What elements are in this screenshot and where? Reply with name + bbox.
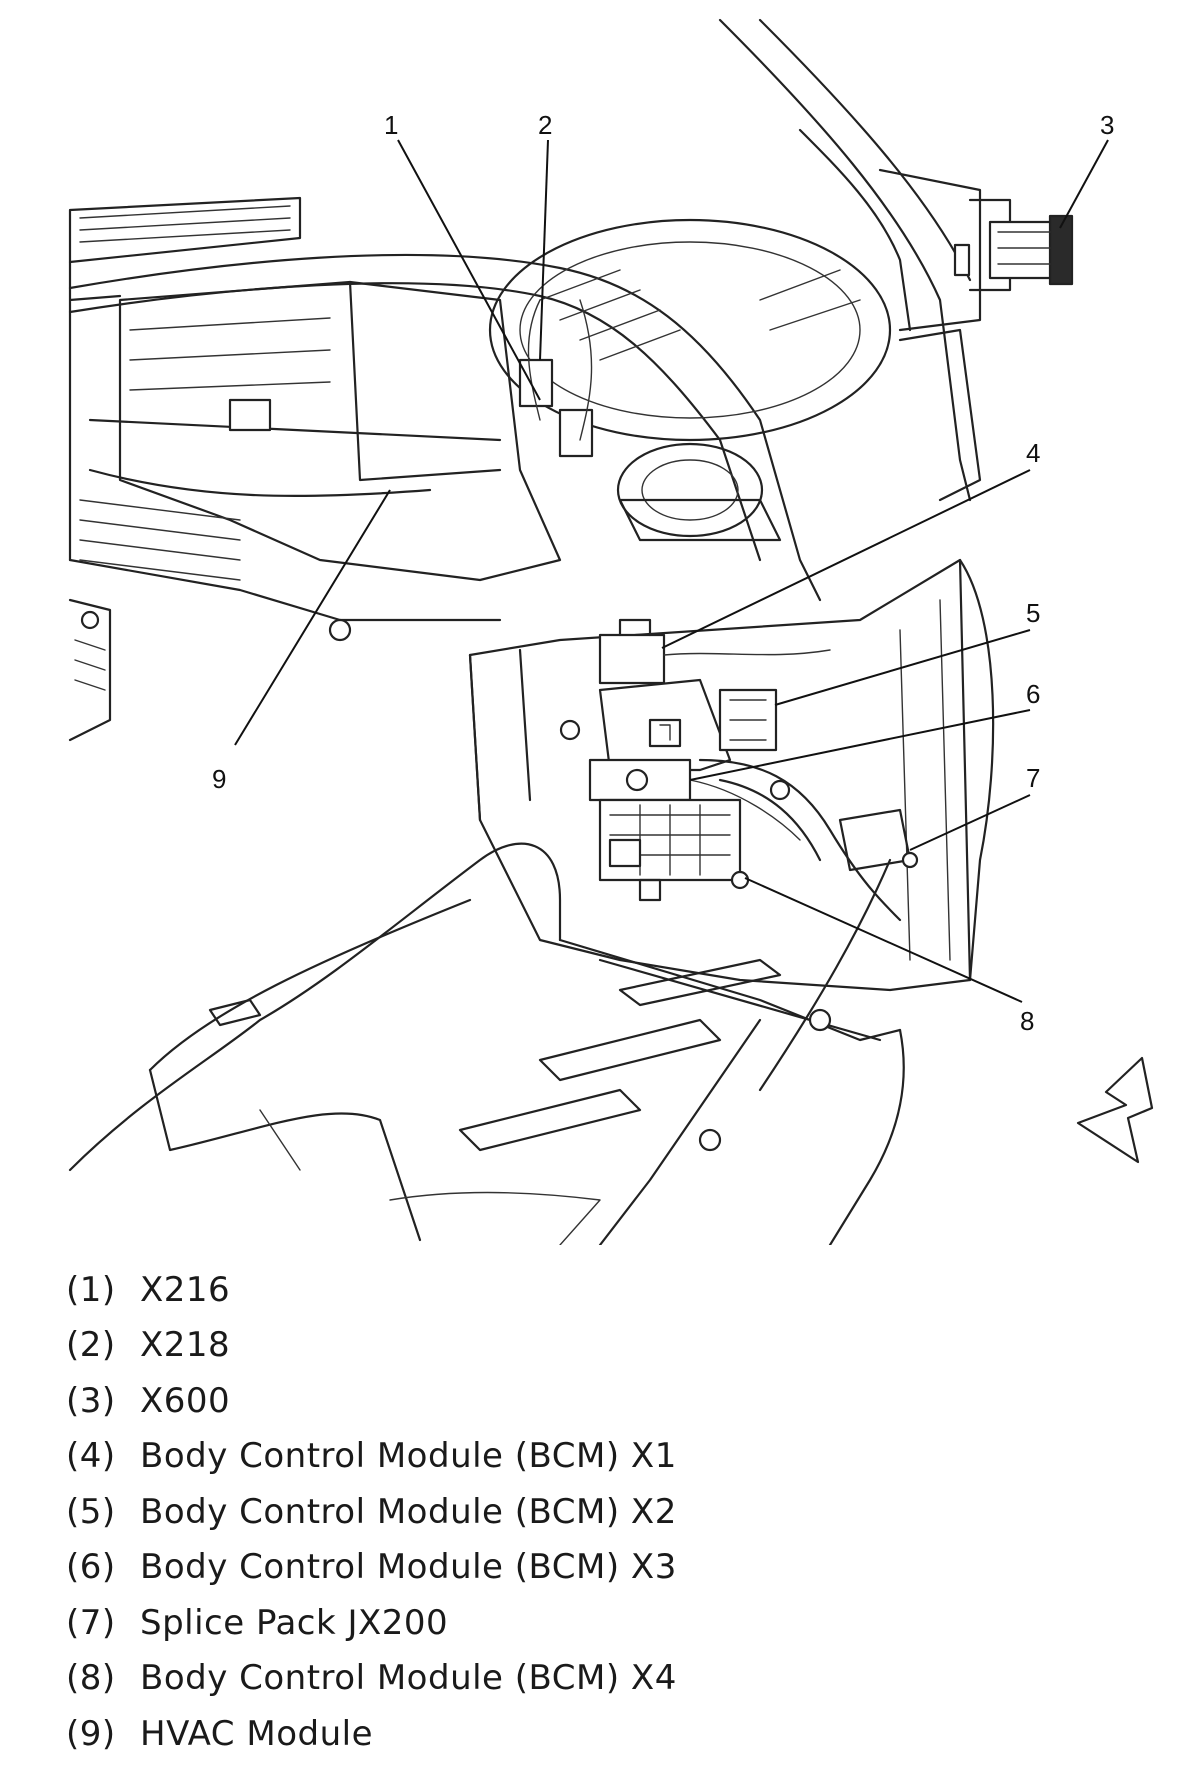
- legend-item-9: (9) HVAC Module: [66, 1706, 1166, 1762]
- legend-label: X218: [140, 1325, 231, 1366]
- legend-number: (7): [66, 1602, 116, 1643]
- a-pillar: [718, 18, 1074, 502]
- legend-label: Body Control Module (BCM) X2: [140, 1491, 677, 1532]
- legend-item-5: (5) Body Control Module (BCM) X2: [66, 1484, 1166, 1540]
- legend-label: Splice Pack JX200: [140, 1602, 449, 1643]
- legend-number: (8): [66, 1658, 116, 1699]
- legend-number: (9): [66, 1713, 116, 1754]
- legend-label: Body Control Module (BCM) X4: [140, 1658, 677, 1699]
- floor-pan: [68, 842, 905, 1245]
- legend-item-8: (8) Body Control Module (BCM) X4: [66, 1651, 1166, 1707]
- legend-item-2: (2) X218: [66, 1318, 1166, 1374]
- legend-number: (2): [66, 1325, 116, 1366]
- legend-number: (3): [66, 1380, 116, 1421]
- hvac-module: [68, 196, 892, 742]
- legend-label: HVAC Module: [140, 1713, 373, 1754]
- callout-3: 3: [1100, 110, 1114, 140]
- legend-number: (4): [66, 1436, 116, 1477]
- callout-6: 6: [1026, 679, 1040, 709]
- legend-label: X600: [140, 1380, 231, 1421]
- legend-label: Body Control Module (BCM) X1: [140, 1436, 677, 1477]
- legend-number: (1): [66, 1269, 116, 1310]
- callout-8: 8: [1020, 1006, 1034, 1036]
- callout-numbers: 1 2 3 4 5 6 7 8 9: [212, 110, 1114, 1036]
- legend-item-4: (4) Body Control Module (BCM) X1: [66, 1429, 1166, 1485]
- legend-number: (6): [66, 1547, 116, 1588]
- line-drawing: 1 2 3 4 5 6 7 8 9: [68, 18, 1154, 1245]
- legend-label: X216: [140, 1269, 231, 1310]
- callout-4: 4: [1026, 438, 1040, 468]
- legend-item-3: (3) X600: [66, 1373, 1166, 1429]
- callout-2: 2: [538, 110, 552, 140]
- legend-number: (5): [66, 1491, 116, 1532]
- leader-lines: [234, 139, 1109, 1003]
- forward-arrow-icon: [1076, 1056, 1154, 1164]
- legend: (1) X216 (2) X218 (3) X600 (4) Body Control …: [66, 1262, 1166, 1762]
- legend-item-7: (7) Splice Pack JX200: [66, 1595, 1166, 1651]
- bcm-assembly: [468, 558, 995, 992]
- callout-7: 7: [1026, 763, 1040, 793]
- legend-item-1: (1) X216: [66, 1262, 1166, 1318]
- legend-item-6: (6) Body Control Module (BCM) X3: [66, 1540, 1166, 1596]
- legend-label: Body Control Module (BCM) X3: [140, 1547, 677, 1588]
- callout-5: 5: [1026, 598, 1040, 628]
- callout-1: 1: [384, 110, 398, 140]
- callout-9: 9: [212, 764, 226, 794]
